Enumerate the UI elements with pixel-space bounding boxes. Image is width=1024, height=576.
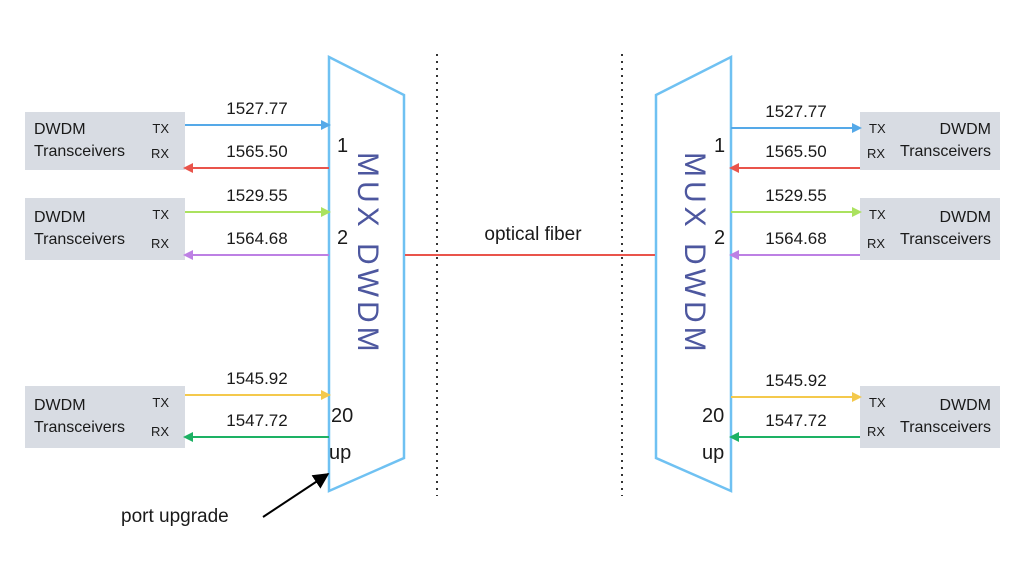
arrow-head-icon <box>183 163 193 173</box>
arrow-shaft <box>731 436 860 438</box>
transceiver-label-line2: Transceivers <box>34 419 125 436</box>
transceiver-box-right-ch20: DWDM Transceivers TX RX <box>860 386 1000 448</box>
wavelength-left-ch1-tx: 1527.77 <box>226 99 288 118</box>
transceiver-label: DWDM Transceivers <box>25 119 125 162</box>
wavelength-right-ch2-tx: 1529.55 <box>765 186 827 205</box>
arrow-head-icon <box>729 163 739 173</box>
transceiver-box-right-ch2: DWDM Transceivers TX RX <box>860 198 1000 260</box>
transceiver-label: DWDM Transceivers <box>900 395 1000 438</box>
wavelength-right-ch1-rx: 1565.50 <box>765 142 827 161</box>
arrow-shaft <box>185 436 329 438</box>
arrow-shaft <box>731 254 860 256</box>
wavelength-right-ch20-tx: 1545.92 <box>765 371 827 390</box>
port-20-right: 20 <box>702 405 725 427</box>
transceiver-label-line2: Transceivers <box>900 143 991 160</box>
tx-label: TX <box>869 395 886 410</box>
wavelength-left-ch20-tx: 1545.92 <box>226 369 288 388</box>
rx-label: RX <box>867 424 886 439</box>
transceiver-label-line1: DWDM <box>34 209 86 227</box>
arrow-shaft <box>731 211 860 213</box>
tx-label: TX <box>869 207 886 222</box>
arrow-shaft <box>731 396 860 398</box>
arrow-head-icon <box>852 392 862 402</box>
mux-left-label: MUX DWDM <box>351 152 384 356</box>
wavelength-left-ch2-rx: 1564.68 <box>226 229 288 248</box>
arrow-head-icon <box>321 120 331 130</box>
transceiver-box-right-ch1: DWDM Transceivers TX RX <box>860 112 1000 170</box>
port-2-right: 2 <box>714 227 726 249</box>
wavelength-right-ch2-rx: 1564.68 <box>765 229 827 248</box>
transceiver-box-left-ch2: DWDM Transceivers TX RX <box>25 198 185 260</box>
arrow-shaft <box>185 254 329 256</box>
mux-left-shape <box>327 54 406 493</box>
rx-label: RX <box>867 146 886 161</box>
port-upgrade-arrow <box>262 473 330 518</box>
arrow-head-icon <box>321 390 331 400</box>
arrow-shaft <box>731 127 860 129</box>
tx-label: TX <box>152 121 169 136</box>
port-2-left: 2 <box>337 227 349 249</box>
transceiver-label-line1: DWDM <box>939 209 991 227</box>
transceiver-box-left-ch1: DWDM Transceivers TX RX <box>25 112 185 170</box>
rx-label: RX <box>150 146 169 161</box>
arrow-head-icon <box>729 432 739 442</box>
transceiver-label-line2: Transceivers <box>34 143 125 160</box>
mux-right-label: MUX DWDM <box>678 152 711 356</box>
port-up-right: up <box>702 442 725 464</box>
arrow-shaft <box>185 167 329 169</box>
arrow-head-icon <box>852 123 862 133</box>
arrow-shaft <box>731 167 860 169</box>
optical-fiber-label: optical fiber <box>484 224 582 245</box>
port-upgrade-label: port upgrade <box>121 506 229 527</box>
wavelength-left-ch2-tx: 1529.55 <box>226 186 288 205</box>
port-1-left: 1 <box>337 135 349 157</box>
port-1-right: 1 <box>714 135 726 157</box>
wavelength-left-ch1-rx: 1565.50 <box>226 142 288 161</box>
rx-label: RX <box>150 424 169 439</box>
transceiver-box-left-ch20: DWDM Transceivers TX RX <box>25 386 185 448</box>
transceiver-label: DWDM Transceivers <box>900 119 1000 162</box>
transceiver-label-line2: Transceivers <box>900 419 991 436</box>
port-20-left: 20 <box>331 405 354 427</box>
arrow-head-icon <box>321 207 331 217</box>
transceiver-label-line2: Transceivers <box>900 231 991 248</box>
transceiver-label-line1: DWDM <box>939 397 991 415</box>
tx-label: TX <box>869 121 886 136</box>
port-up-left: up <box>329 442 352 464</box>
transceiver-label-line1: DWDM <box>34 397 86 415</box>
transceiver-label-line2: Transceivers <box>34 231 125 248</box>
transceiver-label: DWDM Transceivers <box>900 207 1000 250</box>
mux-right-shape <box>654 54 733 493</box>
arrow-head-icon <box>183 250 193 260</box>
tx-label: TX <box>152 207 169 222</box>
transceiver-label-line1: DWDM <box>34 121 86 139</box>
rx-label: RX <box>150 236 169 251</box>
arrow-head-icon <box>183 432 193 442</box>
transceiver-label: DWDM Transceivers <box>25 395 125 438</box>
rx-label: RX <box>867 236 886 251</box>
arrow-shaft <box>185 124 329 126</box>
transceiver-label-line1: DWDM <box>939 121 991 139</box>
wavelength-left-ch20-rx: 1547.72 <box>226 411 288 430</box>
arrow-head-icon <box>852 207 862 217</box>
arrow-shaft <box>185 211 329 213</box>
tx-label: TX <box>152 395 169 410</box>
wavelength-right-ch1-tx: 1527.77 <box>765 102 827 121</box>
transceiver-label: DWDM Transceivers <box>25 207 125 250</box>
arrow-shaft <box>185 394 329 396</box>
arrow-head-icon <box>729 250 739 260</box>
wavelength-right-ch20-rx: 1547.72 <box>765 411 827 430</box>
